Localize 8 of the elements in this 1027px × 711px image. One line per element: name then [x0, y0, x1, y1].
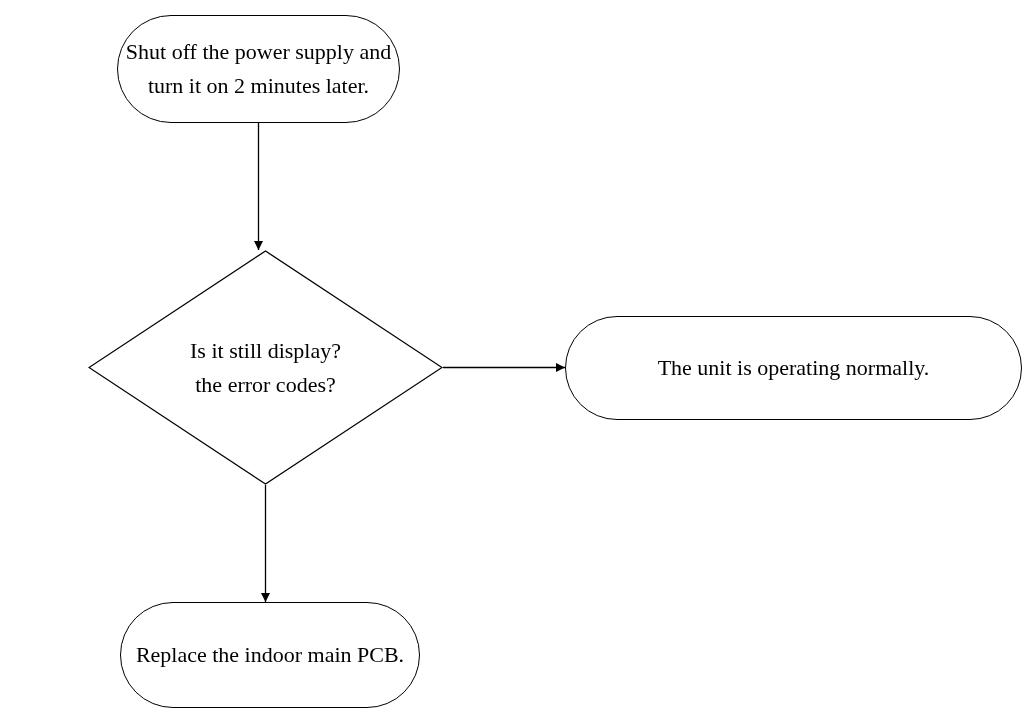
arrow [261, 484, 270, 603]
arrow [442, 363, 566, 372]
step-text: Shut off the power supply and turn it on 2 minutes later. [124, 38, 393, 100]
step-text: The unit is operating normally. [657, 354, 930, 382]
arrow [254, 122, 263, 251]
decision-diamond [88, 250, 443, 485]
decision-text: Is it still display? the error codes? [189, 336, 342, 399]
step-text: Replace the indoor main PCB. [135, 641, 405, 669]
